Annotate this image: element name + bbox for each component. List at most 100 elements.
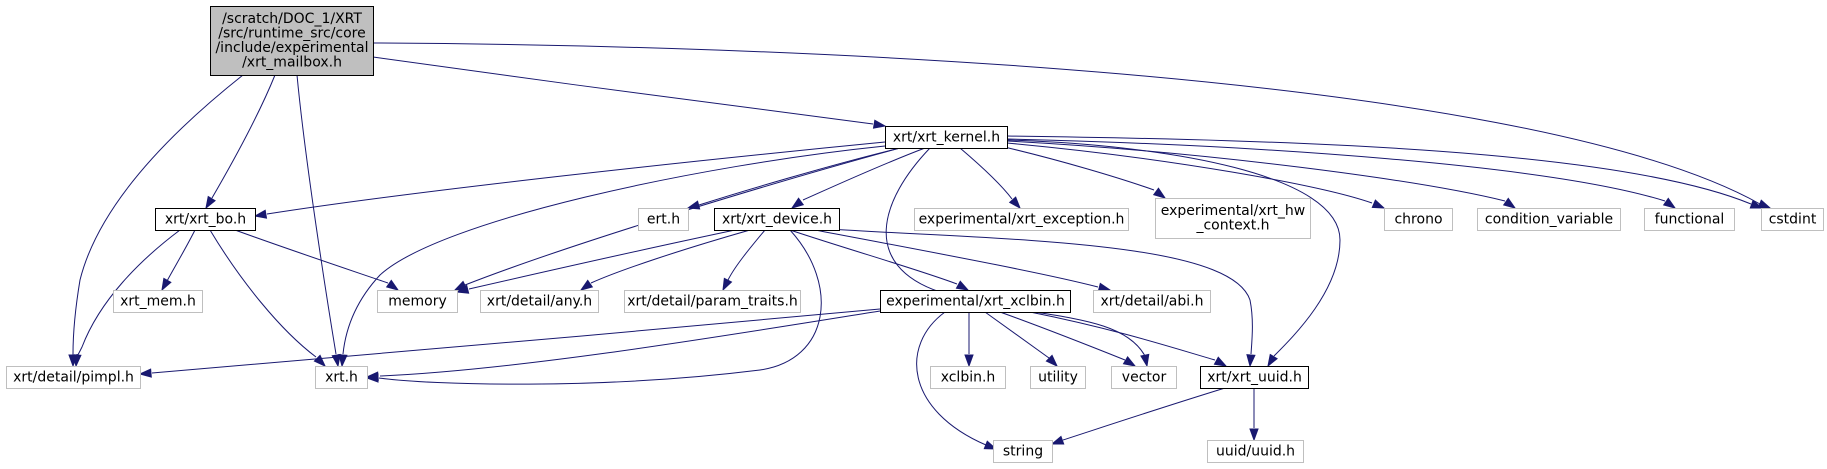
node-box bbox=[1200, 366, 1309, 389]
arrowhead bbox=[1662, 197, 1677, 209]
edge-xrt_kernel-to-functional bbox=[1006, 138, 1677, 209]
node-xrt-h[interactable]: xrt.h bbox=[315, 366, 368, 389]
edge-xrt_device-to-any bbox=[579, 229, 751, 291]
edge-line bbox=[166, 229, 196, 282]
arrowhead bbox=[1008, 196, 1021, 210]
edge-xrt_kernel-to-chrono bbox=[1006, 142, 1386, 209]
node-box bbox=[6, 366, 141, 389]
node-label: experimental/xrt_hw bbox=[1161, 203, 1305, 219]
arrowhead bbox=[253, 209, 268, 219]
edge-xrt_kernel-to-ert bbox=[686, 147, 901, 210]
arrowhead bbox=[365, 371, 379, 381]
arrowhead bbox=[1249, 428, 1259, 442]
node-box bbox=[880, 290, 1071, 313]
edge-xrt_xclbin-to-vector bbox=[999, 311, 1137, 367]
node-ert[interactable]: ert.h bbox=[638, 208, 689, 231]
arrowhead bbox=[205, 195, 216, 210]
edge-line bbox=[999, 145, 1155, 191]
edge-root-to-cstdint bbox=[372, 42, 1772, 209]
node-box bbox=[1477, 208, 1621, 231]
edge-line bbox=[1006, 140, 1506, 202]
node-xrt-exception[interactable]: experimental/xrt_exception.h bbox=[914, 208, 1129, 231]
node-label: chrono bbox=[1394, 211, 1442, 227]
node-label: xrt.h bbox=[325, 369, 358, 385]
node-label: xrt/detail/param_traits.h bbox=[627, 293, 798, 309]
edge-root-to-xrt_kernel bbox=[372, 56, 887, 129]
edge-xrt_bo-to-memory bbox=[234, 229, 400, 291]
node-label: uuid/uuid.h bbox=[1216, 443, 1295, 459]
node-root[interactable]: /scratch/DOC_1/XRT/src/runtime_src/core/… bbox=[210, 6, 374, 76]
edge-line bbox=[984, 311, 1050, 359]
node-label: xrt/detail/abi.h bbox=[1101, 293, 1204, 309]
edges-layer bbox=[68, 42, 1772, 450]
node-label: xrt/xrt_bo.h bbox=[165, 211, 246, 227]
node-box bbox=[377, 290, 458, 313]
edge-line bbox=[802, 147, 926, 201]
arrowhead bbox=[1213, 356, 1228, 367]
node-xrt-bo[interactable]: xrt/xrt_bo.h bbox=[155, 208, 256, 231]
edge-root-to-xrt_bo bbox=[205, 74, 276, 210]
edge-line bbox=[209, 229, 317, 358]
edge-line bbox=[1006, 139, 1341, 357]
node-label: /src/runtime_src/core bbox=[218, 26, 366, 42]
edge-xrt_xclbin-to-xrt_uuid bbox=[1029, 311, 1228, 367]
node-xrt-device[interactable]: xrt/xrt_device.h bbox=[714, 208, 840, 231]
arrowhead bbox=[579, 279, 594, 291]
edge-line bbox=[342, 145, 886, 355]
node-xrt-kernel[interactable]: xrt/xrt_kernel.h bbox=[885, 126, 1008, 149]
edge-xrt_kernel-to-condition_variable bbox=[1006, 140, 1517, 209]
node-condition-variable[interactable]: condition_variable bbox=[1477, 208, 1621, 231]
node-box bbox=[1207, 440, 1304, 463]
edge-line bbox=[372, 42, 1761, 205]
node-box bbox=[1093, 290, 1211, 313]
edge-xrt_bo-to-xrt_h bbox=[209, 229, 327, 368]
edge-line bbox=[916, 311, 987, 446]
node-xrt-mem[interactable]: xrt_mem.h bbox=[113, 290, 203, 313]
edge-line bbox=[789, 229, 958, 285]
node-abi[interactable]: xrt/detail/abi.h bbox=[1093, 290, 1211, 313]
node-any[interactable]: xrt/detail/any.h bbox=[480, 290, 599, 313]
node-box bbox=[1030, 366, 1086, 389]
node-pimpl[interactable]: xrt/detail/pimpl.h bbox=[6, 366, 141, 389]
node-box bbox=[885, 126, 1008, 149]
node-label: /xrt_mailbox.h bbox=[242, 55, 342, 71]
edge-xrt_bo-to-xrt_mem bbox=[161, 229, 196, 292]
arrowhead bbox=[955, 280, 970, 291]
arrowhead bbox=[72, 354, 82, 368]
edge-line bbox=[378, 229, 822, 385]
node-chrono[interactable]: chrono bbox=[1384, 208, 1453, 231]
node-label: functional bbox=[1655, 211, 1725, 227]
edge-xrt_xclbin-to-xclbin_h bbox=[964, 312, 974, 368]
node-memory[interactable]: memory bbox=[377, 290, 458, 313]
edge-line bbox=[1006, 138, 1666, 202]
edge-line bbox=[828, 228, 1253, 355]
node-xrt-xclbin[interactable]: experimental/xrt_xclbin.h bbox=[880, 290, 1071, 313]
node-xclbin-h[interactable]: xclbin.h bbox=[930, 366, 1006, 389]
node-utility[interactable]: utility bbox=[1030, 366, 1086, 389]
node-param-traits[interactable]: xrt/detail/param_traits.h bbox=[624, 290, 801, 313]
edge-line bbox=[1006, 135, 1752, 205]
arrowhead bbox=[790, 197, 805, 209]
node-label: _context.h bbox=[1195, 218, 1269, 234]
arrowhead bbox=[1749, 199, 1764, 209]
node-label: condition_variable bbox=[1485, 211, 1613, 227]
edge-line bbox=[151, 308, 881, 374]
node-xrt-uuid[interactable]: xrt/xrt_uuid.h bbox=[1200, 366, 1309, 389]
node-xrt-hw-context[interactable]: experimental/xrt_hw_context.h bbox=[1155, 198, 1311, 239]
arrowhead bbox=[138, 368, 152, 378]
node-uuid[interactable]: uuid/uuid.h bbox=[1207, 440, 1304, 463]
node-box bbox=[1644, 208, 1735, 231]
edge-line bbox=[1062, 387, 1226, 441]
node-label: string bbox=[1003, 443, 1043, 459]
node-vector[interactable]: vector bbox=[1111, 366, 1177, 389]
node-functional[interactable]: functional bbox=[1644, 208, 1735, 231]
edge-line bbox=[1006, 142, 1373, 204]
node-label: /include/experimental bbox=[215, 40, 368, 56]
node-cstdint[interactable]: cstdint bbox=[1761, 208, 1824, 231]
arrowhead bbox=[385, 279, 400, 291]
node-string[interactable]: string bbox=[993, 440, 1053, 463]
arrowhead bbox=[1246, 354, 1256, 368]
edge-xrt_uuid-to-uuid bbox=[1249, 388, 1259, 442]
node-box bbox=[113, 290, 203, 313]
